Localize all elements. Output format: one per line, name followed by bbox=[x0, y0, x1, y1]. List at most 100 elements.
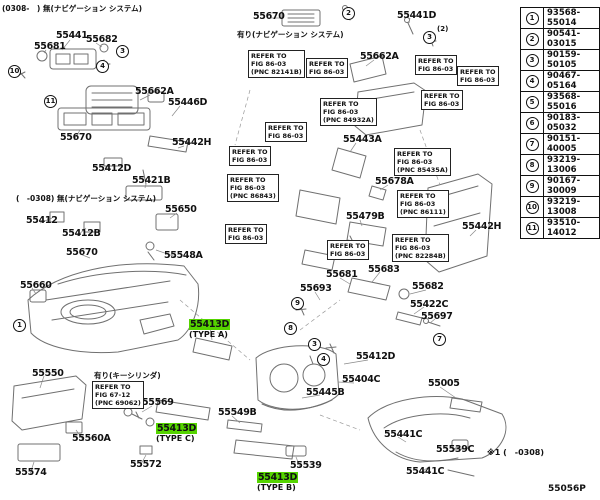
legend-number: 4 bbox=[525, 74, 539, 88]
part-label: 55670 bbox=[253, 11, 285, 22]
legend-part-number: 90159-50105 bbox=[543, 49, 600, 71]
part-label: 55441C bbox=[384, 429, 423, 440]
legend-number: 11 bbox=[525, 221, 539, 235]
legend-number: 3 bbox=[525, 53, 539, 67]
part-label: 55539C bbox=[436, 444, 475, 455]
part-label: 55412D bbox=[92, 163, 132, 174]
part-label: 55550 bbox=[32, 368, 64, 379]
marker-number: 3 bbox=[308, 338, 321, 351]
legend-number: 9 bbox=[525, 179, 539, 193]
part-label: 55682 bbox=[412, 281, 444, 292]
highlighted-part-label: 55413D (TYPE B) bbox=[257, 467, 299, 492]
part-label: 55678A bbox=[375, 176, 414, 187]
part-label: 55441 bbox=[56, 30, 88, 41]
legend-row: 5 93568-55016 bbox=[520, 91, 600, 113]
part-label: 55005 bbox=[428, 378, 460, 389]
part-label: 55697 bbox=[421, 311, 453, 322]
part-label: 55681 bbox=[34, 41, 66, 52]
part-label: 55670 bbox=[60, 132, 92, 143]
part-label: 55539 bbox=[290, 460, 322, 471]
fastener-marker: 10 bbox=[8, 60, 22, 78]
part-label: 55412B bbox=[62, 228, 101, 239]
marker-number: 8 bbox=[284, 322, 297, 335]
legend-part-number: 90183-05032 bbox=[543, 112, 600, 134]
part-label: 55412 bbox=[26, 215, 58, 226]
part-label: 55479B bbox=[346, 211, 385, 222]
legend-row: 11 93510-14012 bbox=[520, 217, 600, 239]
part-label-highlighted: 55413D bbox=[257, 472, 299, 483]
footnote: ※1 ( -0308) bbox=[487, 448, 545, 457]
fastener-marker: 8 bbox=[284, 317, 298, 335]
legend-part-number: 93568-55016 bbox=[543, 91, 600, 113]
marker-number: 9 bbox=[291, 297, 304, 310]
legend-row: 6 90183-05032 bbox=[520, 112, 600, 134]
marker-number: 4 bbox=[96, 60, 109, 73]
legend-number: 6 bbox=[525, 116, 539, 130]
highlighted-part-label: 55413D (TYPE A) bbox=[189, 314, 231, 339]
part-label-highlighted: 55413D bbox=[156, 423, 198, 434]
fastener-marker: 7 bbox=[433, 328, 447, 346]
legend-part-number: 93568-55014 bbox=[543, 7, 600, 29]
part-label: 55422C bbox=[410, 299, 449, 310]
part-label: 55442H bbox=[172, 137, 212, 148]
legend-number: 7 bbox=[525, 137, 539, 151]
part-type-label: (TYPE C) bbox=[156, 434, 195, 443]
part-type-label: (TYPE A) bbox=[189, 330, 228, 339]
part-label: 55683 bbox=[368, 264, 400, 275]
part-label: 55662A bbox=[135, 86, 174, 97]
fastener-marker: 4 bbox=[317, 348, 331, 366]
part-label: 55670 bbox=[66, 247, 98, 258]
fastener-marker: 4 bbox=[96, 55, 110, 73]
part-label: 55441C bbox=[406, 466, 445, 477]
marker-number: 10 bbox=[8, 65, 21, 78]
fastener-marker: 1 bbox=[13, 314, 27, 332]
part-label: 55404C bbox=[342, 374, 381, 385]
legend-part-number: 93219-13006 bbox=[543, 154, 600, 176]
part-type-label: (TYPE B) bbox=[257, 483, 296, 492]
marker-number: 3 bbox=[116, 45, 129, 58]
marker-number: 11 bbox=[44, 95, 57, 108]
fastener-marker: 3(2) bbox=[423, 26, 448, 44]
legend-row: 2 90541-03015 bbox=[520, 28, 600, 50]
part-label: 55412D bbox=[356, 351, 396, 362]
note-bottom-left: 有り(キーシリンダ) bbox=[94, 371, 161, 380]
part-label: 55662A bbox=[360, 51, 399, 62]
part-label: 55572 bbox=[130, 459, 162, 470]
legend-number: 10 bbox=[525, 200, 539, 214]
marker-number: 3 bbox=[423, 31, 436, 44]
part-label: 55442H bbox=[462, 221, 502, 232]
fastener-marker: 11 bbox=[44, 90, 58, 108]
part-label: 55549B bbox=[218, 407, 257, 418]
legend-number: 5 bbox=[525, 95, 539, 109]
legend-number: 1 bbox=[525, 11, 539, 25]
marker-number: 4 bbox=[317, 353, 330, 366]
part-label: 55681 bbox=[326, 269, 358, 280]
part-label: 55421B bbox=[132, 175, 171, 186]
legend-part-number: 93510-14012 bbox=[543, 217, 600, 239]
note-mid-left: ( -0308) 無(ナビゲーション システム) bbox=[16, 194, 157, 203]
part-label: 55560A bbox=[72, 433, 111, 444]
legend-part-number: 90541-03015 bbox=[543, 28, 600, 50]
part-label: 55443A bbox=[343, 134, 382, 145]
note-top-left: (0308- ) 無(ナビゲーション システム) bbox=[2, 4, 143, 13]
part-label-highlighted: 55413D bbox=[189, 319, 231, 330]
legend-number: 2 bbox=[525, 32, 539, 46]
figure-code: 55056P bbox=[548, 484, 586, 494]
part-label: 55660 bbox=[20, 280, 52, 291]
